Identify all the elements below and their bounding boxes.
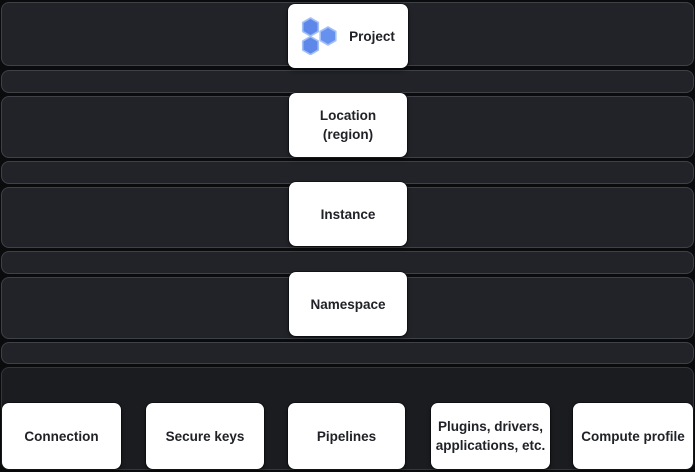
spacer-band-project-location	[1, 70, 694, 93]
instance-label: Instance	[320, 206, 376, 222]
compute-profile-node: Compute profile	[573, 403, 693, 469]
plugins-label: Plugins, drivers, applications, etc.	[436, 417, 546, 455]
data-fusion-hexagons-icon	[301, 17, 337, 55]
instance-node: Instance	[289, 182, 407, 246]
connection-label: Connection	[24, 428, 99, 444]
location-node: Location (region)	[289, 93, 407, 157]
location-label: Location (region)	[320, 106, 376, 144]
pipelines-node: Pipelines	[288, 403, 405, 469]
spacer-band-namespace-children	[1, 342, 694, 364]
connection-node: Connection	[2, 403, 121, 469]
plugins-label-line1: Plugins, drivers,	[437, 419, 544, 434]
location-label-line2: (region)	[322, 127, 374, 142]
secure-keys-label: Secure keys	[165, 428, 245, 444]
namespace-node: Namespace	[289, 272, 407, 336]
project-label: Project	[349, 28, 395, 44]
project-node: Project	[288, 4, 408, 68]
plugins-label-line2: applications, etc.	[435, 438, 546, 453]
spacer-band-location-instance	[1, 161, 694, 184]
namespace-label: Namespace	[310, 296, 386, 312]
pipelines-label: Pipelines	[316, 428, 377, 444]
spacer-band-instance-namespace	[1, 251, 694, 274]
location-label-line1: Location	[319, 108, 377, 123]
secure-keys-node: Secure keys	[146, 403, 264, 469]
plugins-node: Plugins, drivers, applications, etc.	[431, 403, 550, 469]
compute-profile-label: Compute profile	[581, 428, 685, 444]
